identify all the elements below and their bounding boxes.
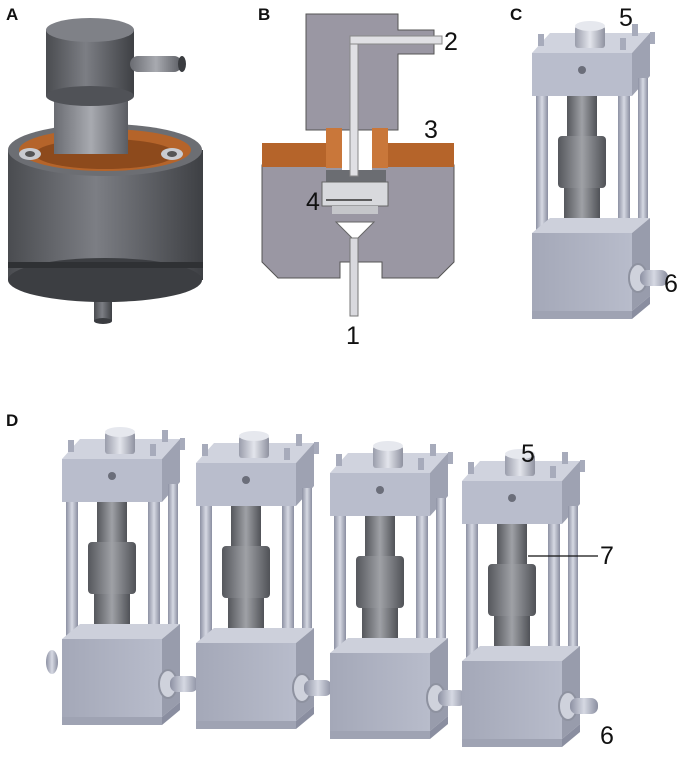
press-module-illustration	[531, 20, 669, 320]
press-module-2	[195, 430, 333, 730]
press-module-4	[461, 448, 599, 748]
panel-d: D 5 7 6	[6, 411, 614, 750]
callout-4: 4	[306, 188, 320, 216]
callout-1: 1	[346, 322, 360, 350]
callout-6: 6	[664, 270, 678, 298]
side-port-icon	[46, 650, 58, 674]
callout-7: 7	[600, 542, 614, 570]
panel-c-letter: C	[510, 5, 522, 24]
callout-5: 5	[619, 4, 633, 32]
panel-a: A	[6, 5, 203, 324]
callout-2: 2	[444, 28, 458, 56]
press-module-1	[61, 426, 199, 726]
callout-6: 6	[600, 722, 614, 750]
panel-b: B 2 3 4 1	[258, 5, 458, 350]
panel-c: C 5 6	[510, 4, 678, 320]
panel-b-letter: B	[258, 5, 270, 24]
callout-5: 5	[521, 440, 535, 468]
panel-d-letter: D	[6, 411, 18, 430]
callout-3: 3	[424, 116, 438, 144]
cross-section-illustration	[261, 13, 455, 317]
cell-assembly-illustration	[8, 18, 203, 324]
panel-a-letter: A	[6, 5, 18, 24]
screw-icon	[19, 148, 41, 160]
press-module-3	[329, 440, 467, 740]
screw-icon	[161, 148, 183, 160]
